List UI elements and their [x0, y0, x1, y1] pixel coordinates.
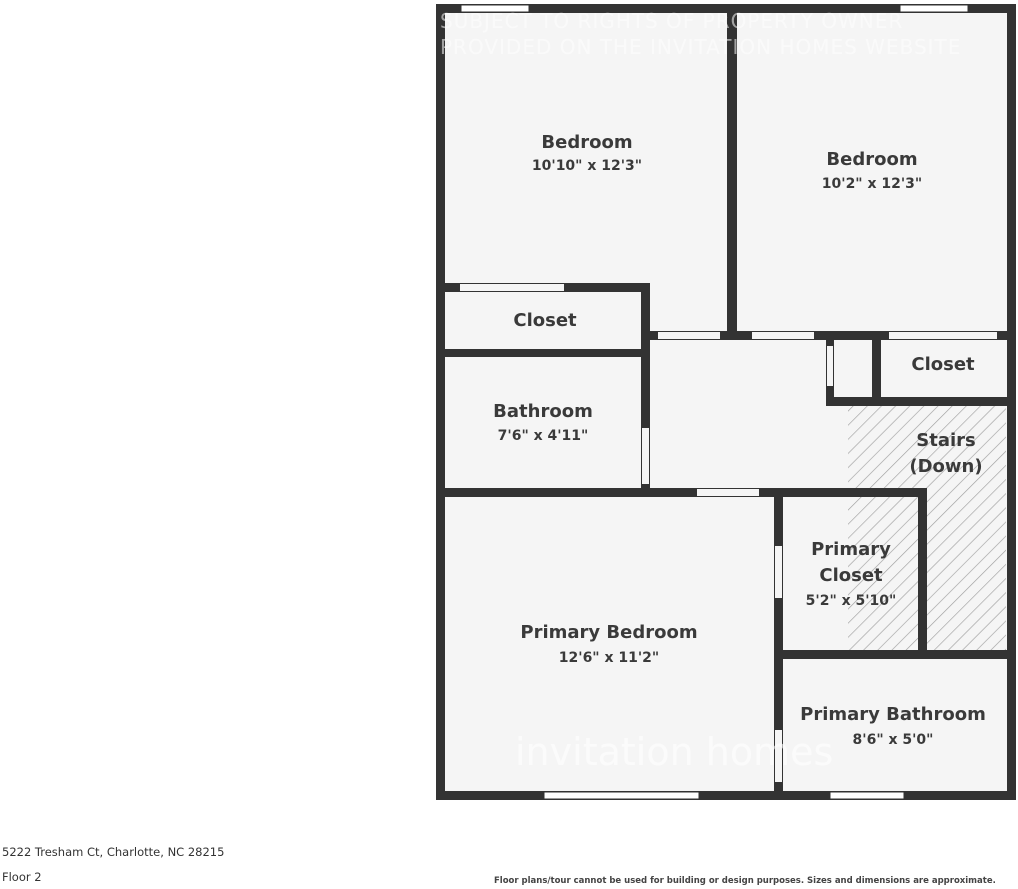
primary-bathroom-dims: 8'6" x 5'0" [853, 732, 934, 748]
primary-closet-dims: 5'2" x 5'10" [806, 593, 897, 609]
primary-closet-name-1: Primary [811, 539, 891, 560]
bedroom-1-dims: 10'10" x 12'3" [532, 158, 642, 174]
bedroom-2-name: Bedroom [826, 149, 917, 170]
floor-label: Floor 2 [2, 870, 42, 884]
primary-closet-name-2: Closet [819, 565, 883, 586]
bathroom-dims: 7'6" x 4'11" [498, 428, 589, 444]
bedroom-2-dims: 10'2" x 12'3" [822, 176, 922, 192]
watermark-brand: invitation homes [515, 730, 833, 774]
stairs-label-2: (Down) [909, 456, 982, 477]
primary-bedroom-dims: 12'6" x 11'2" [559, 650, 659, 666]
watermark-line-2: PROVIDED ON THE INVITATION HOMES WEBSITE [440, 35, 961, 59]
stairs-label-1: Stairs [916, 430, 975, 451]
watermark-line-1: SUBJECT TO RIGHTS OF PROPERTY OWNER [440, 9, 903, 33]
closet-1-name: Closet [513, 310, 577, 331]
door-openings [460, 284, 997, 782]
bathroom-name: Bathroom [493, 401, 593, 422]
closet-2-name: Closet [911, 354, 975, 375]
primary-bedroom-name: Primary Bedroom [520, 622, 697, 643]
address: 5222 Tresham Ct, Charlotte, NC 28215 [2, 845, 225, 859]
disclaimer: Floor plans/tour cannot be used for buil… [494, 876, 996, 886]
bedroom-1-name: Bedroom [541, 132, 632, 153]
windows [460, 4, 969, 800]
primary-bathroom-name: Primary Bathroom [800, 704, 986, 725]
